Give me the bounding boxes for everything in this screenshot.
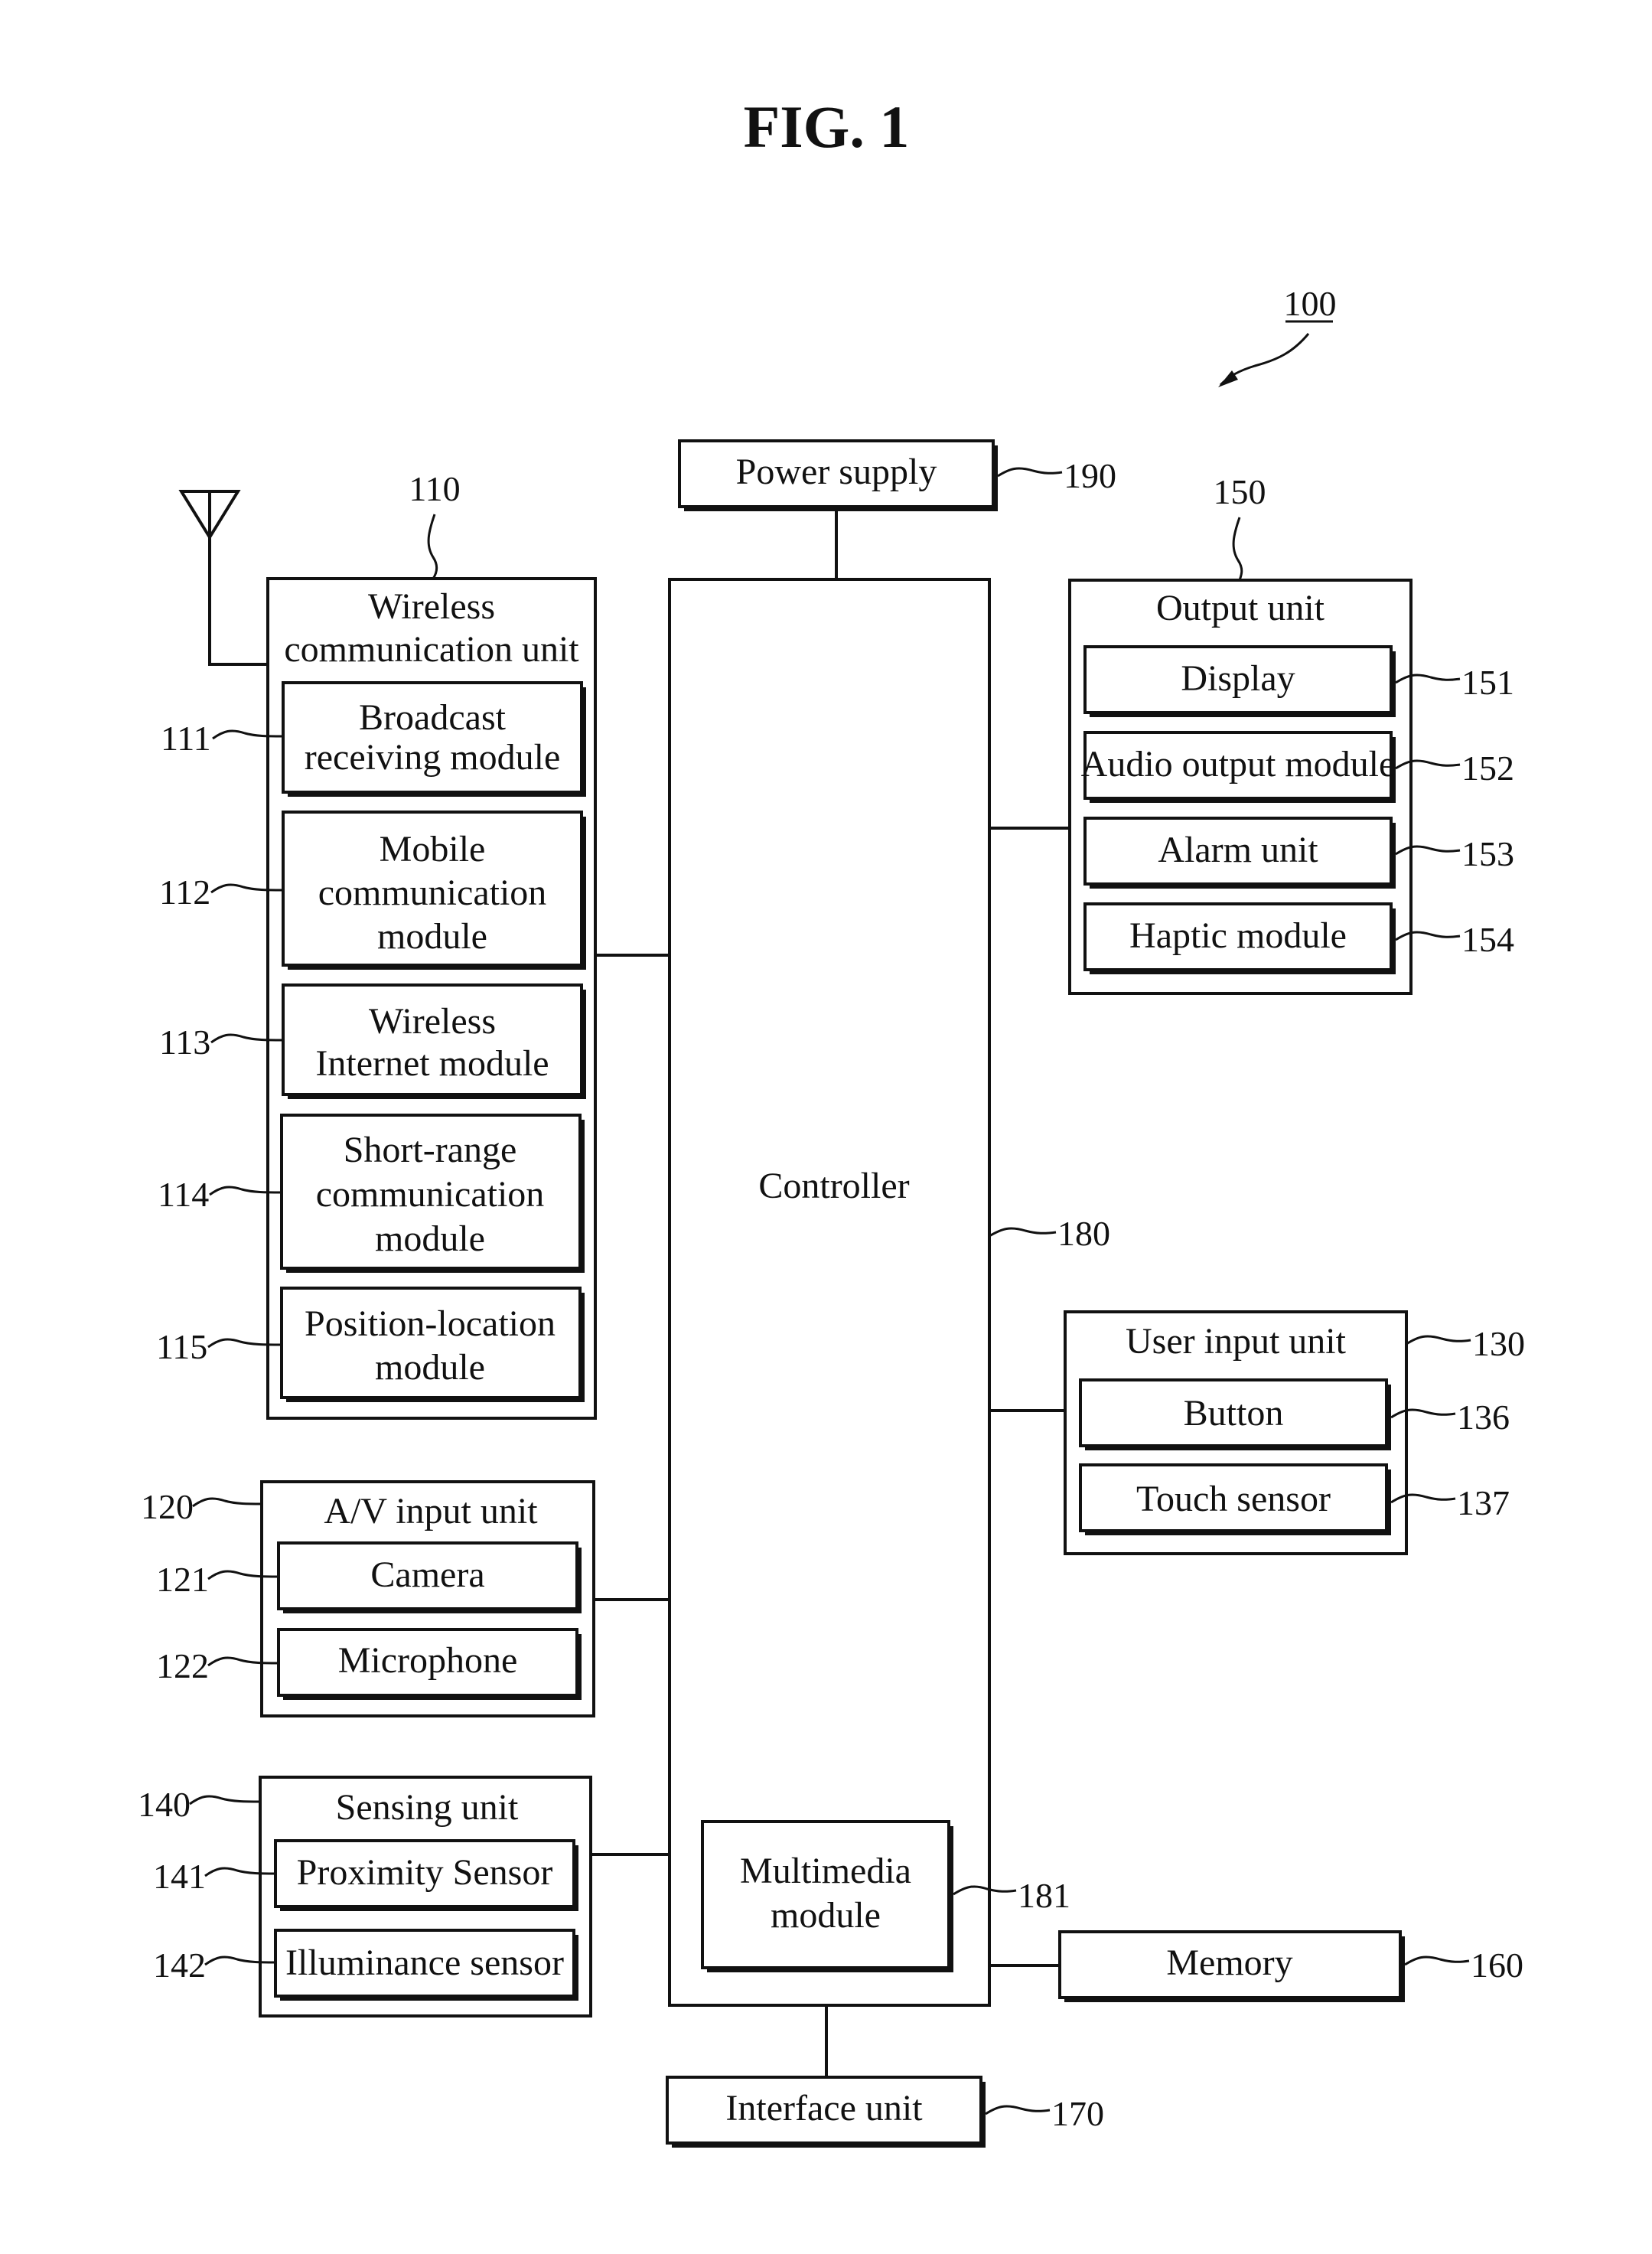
ref-120: 120 xyxy=(141,1487,194,1526)
power-supply-block: Power supply xyxy=(679,441,998,511)
short-range-line1: Short-range xyxy=(344,1130,517,1170)
ref-160: 160 xyxy=(1471,1946,1523,1985)
multimedia-label-line1: Multimedia xyxy=(740,1851,911,1891)
ref-151: 151 xyxy=(1461,663,1514,702)
wireless-title-line2: communication unit xyxy=(284,629,579,670)
user-input-title: User input unit xyxy=(1126,1321,1347,1362)
ref-140: 140 xyxy=(138,1785,191,1824)
ref-190: 190 xyxy=(1064,456,1116,495)
ref-153: 153 xyxy=(1461,834,1514,873)
power-supply-label: Power supply xyxy=(736,452,937,492)
microphone-label: Microphone xyxy=(338,1640,518,1681)
camera-label: Camera xyxy=(370,1554,484,1595)
memory-label: Memory xyxy=(1166,1942,1292,1983)
alarm-unit-label: Alarm unit xyxy=(1158,830,1318,870)
short-range-line3: module xyxy=(375,1218,485,1259)
wireless-internet-module: Wireless Internet module xyxy=(283,985,586,1099)
haptic-module: Haptic module xyxy=(1085,904,1396,974)
figure-title: FIG. 1 xyxy=(744,93,910,160)
ref-180-leader xyxy=(989,1228,1056,1236)
mobile-communication-module: Mobile communication module xyxy=(283,812,586,970)
wireless-title-line1: Wireless xyxy=(368,586,495,627)
illuminance-sensor-label: Illuminance sensor xyxy=(285,1942,564,1983)
ref-114: 114 xyxy=(158,1175,209,1214)
illuminance-sensor-module: Illuminance sensor xyxy=(275,1930,578,2001)
ref-142: 142 xyxy=(153,1946,206,1985)
ref-170-leader xyxy=(986,2106,1050,2114)
broadcast-line2: receiving module xyxy=(305,737,561,778)
ref-141: 141 xyxy=(153,1857,206,1896)
ref-100: 100 xyxy=(1284,284,1337,323)
multimedia-module-block: Multimedia module xyxy=(702,1822,953,1972)
ref-150: 150 xyxy=(1214,472,1266,511)
ref-110-leader xyxy=(428,514,437,579)
proximity-sensor-label: Proximity Sensor xyxy=(297,1852,553,1893)
mobile-line3: module xyxy=(377,916,487,957)
haptic-module-label: Haptic module xyxy=(1129,915,1347,956)
ref-140-leader xyxy=(190,1796,260,1804)
proximity-sensor-module: Proximity Sensor xyxy=(275,1841,578,1911)
ref-160-leader xyxy=(1405,1957,1469,1965)
touch-sensor-module: Touch sensor xyxy=(1080,1465,1391,1535)
microphone-module: Microphone xyxy=(279,1629,582,1700)
ref-136: 136 xyxy=(1457,1398,1510,1437)
audio-output-module: Audio output module xyxy=(1081,732,1396,803)
ref-113: 113 xyxy=(159,1023,210,1062)
camera-module: Camera xyxy=(279,1543,582,1613)
antenna-icon xyxy=(181,491,268,664)
position-location-line2: module xyxy=(375,1347,485,1388)
short-range-communication-module: Short-range communication module xyxy=(282,1115,585,1273)
memory-block: Memory xyxy=(1060,1932,1405,2002)
display-module: Display xyxy=(1085,647,1396,717)
ref-180: 180 xyxy=(1057,1214,1110,1253)
ref-152: 152 xyxy=(1461,749,1514,788)
ref-110: 110 xyxy=(409,469,460,508)
ref-154: 154 xyxy=(1461,920,1514,959)
av-input-title: A/V input unit xyxy=(324,1491,538,1531)
mobile-line1: Mobile xyxy=(380,829,486,869)
interface-unit-block: Interface unit xyxy=(667,2077,986,2148)
interface-unit-label: Interface unit xyxy=(725,2088,923,2128)
button-module: Button xyxy=(1080,1380,1391,1450)
ref-112: 112 xyxy=(159,873,210,912)
broadcast-line1: Broadcast xyxy=(359,697,507,738)
broadcast-receiving-module: Broadcast receiving module xyxy=(283,683,586,797)
ref-111: 111 xyxy=(161,719,211,758)
position-location-line1: Position-location xyxy=(305,1303,556,1344)
ref-137: 137 xyxy=(1457,1483,1510,1522)
sensing-title: Sensing unit xyxy=(336,1787,519,1828)
output-title: Output unit xyxy=(1156,588,1325,628)
ref-120-leader xyxy=(193,1499,262,1506)
ref-150-leader xyxy=(1233,517,1242,580)
audio-output-label: Audio output module xyxy=(1081,744,1396,784)
ref-170: 170 xyxy=(1051,2094,1104,2133)
ref-130-leader xyxy=(1406,1336,1471,1344)
short-range-line2: communication xyxy=(316,1174,545,1215)
ref-121: 121 xyxy=(156,1560,209,1599)
ref-115: 115 xyxy=(156,1327,207,1366)
alarm-unit-module: Alarm unit xyxy=(1085,818,1396,889)
mobile-line2: communication xyxy=(318,873,547,913)
button-label: Button xyxy=(1184,1393,1284,1434)
touch-sensor-label: Touch sensor xyxy=(1136,1479,1331,1519)
display-label: Display xyxy=(1181,658,1295,699)
controller-label: Controller xyxy=(758,1166,909,1206)
wireless-internet-line2: Internet module xyxy=(315,1043,549,1084)
ref-122: 122 xyxy=(156,1646,209,1685)
ref-130: 130 xyxy=(1472,1324,1525,1363)
controller-block: Controller xyxy=(670,579,989,2005)
multimedia-label-line2: module xyxy=(771,1895,881,1936)
wireless-internet-line1: Wireless xyxy=(369,1001,496,1042)
position-location-module: Position-location module xyxy=(282,1288,585,1402)
ref-181: 181 xyxy=(1018,1876,1070,1915)
ref-190-leader xyxy=(998,468,1062,476)
